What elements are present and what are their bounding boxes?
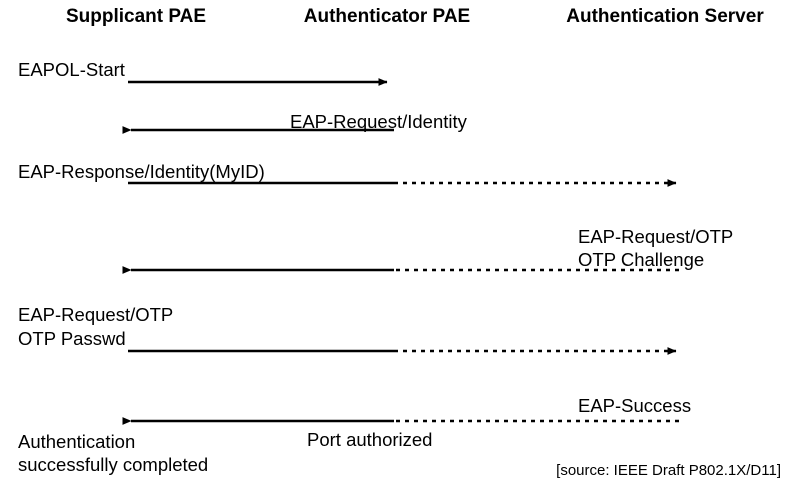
message-label-otp-passwd: OTP Passwd bbox=[18, 328, 126, 349]
annotation-authentication-complete-line1: Authentication bbox=[18, 431, 136, 452]
annotation-port-authorized: Port authorized bbox=[307, 429, 433, 450]
message-label-eap-response-identity: EAP-Response/Identity(MyID) bbox=[18, 161, 265, 182]
message-label-eap-request-otp: EAP-Request/OTP bbox=[578, 226, 734, 247]
message-label-eapol-start: EAPOL-Start bbox=[18, 59, 125, 80]
message-label-eap-request-identity: EAP-Request/Identity bbox=[290, 111, 467, 132]
column-header-authenticator: Authenticator PAE bbox=[303, 6, 471, 27]
source-attribution: [source: IEEE Draft P802.1X/D11] bbox=[556, 462, 781, 479]
annotation-authentication-complete-line2: successfully completed bbox=[18, 454, 209, 475]
message-label-eap-success: EAP-Success bbox=[578, 395, 692, 416]
message-label-eap-request-otp-passwd: EAP-Request/OTP bbox=[18, 304, 174, 325]
column-header-supplicant: Supplicant PAE bbox=[65, 6, 207, 27]
column-header-authentication-server: Authentication Server bbox=[566, 6, 764, 27]
message-label-otp-challenge: OTP Challenge bbox=[578, 249, 705, 270]
